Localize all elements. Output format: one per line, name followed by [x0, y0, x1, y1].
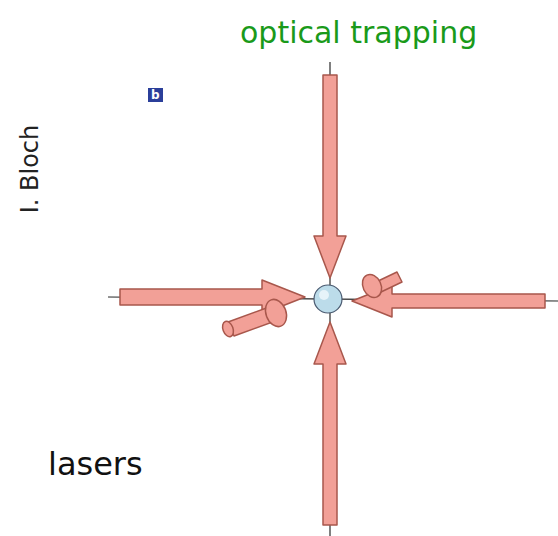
lasers-label: lasers: [48, 448, 143, 480]
panel-letter: b: [148, 88, 163, 102]
axis-lines: [108, 62, 558, 536]
author-credit: I. Bloch: [18, 125, 42, 214]
atom-highlight: [319, 290, 329, 300]
laser-arrow-head: [359, 271, 385, 300]
laser-beams: [120, 75, 545, 525]
diagram-title: optical trapping: [240, 18, 477, 48]
laser-arrow-tail: [221, 320, 236, 338]
trapped-atom: [314, 285, 342, 313]
laser-arrow: [314, 322, 346, 525]
laser-arrow: [314, 75, 346, 278]
laser-arrow-head: [262, 296, 290, 329]
